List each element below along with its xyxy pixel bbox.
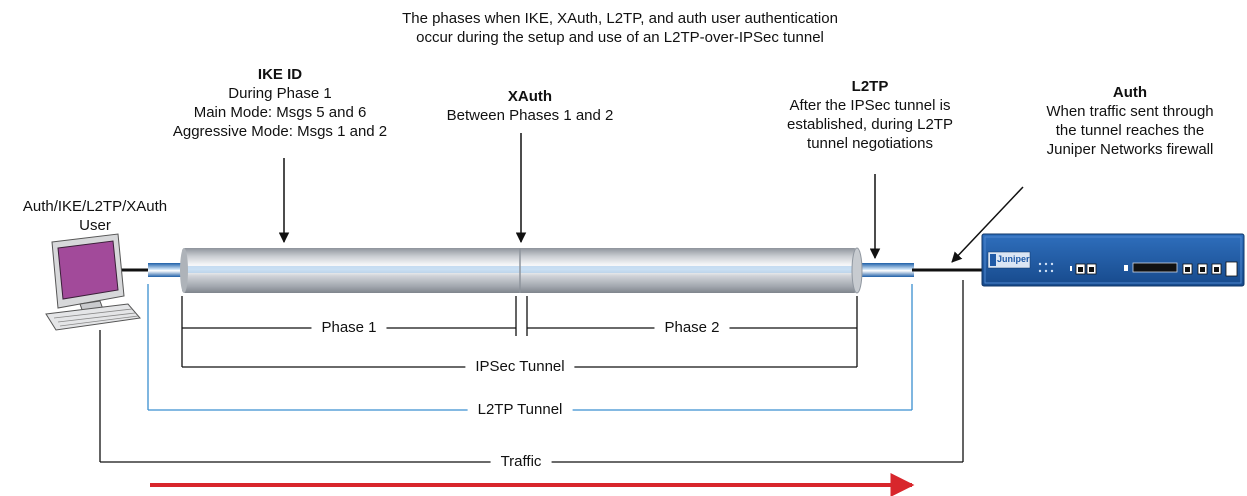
l2tp-line-2: established, during L2TP: [787, 116, 953, 133]
l2tp-line-1: After the IPSec tunnel is: [789, 97, 951, 114]
l2tp-tunnel-label: L2TP Tunnel: [467, 401, 573, 419]
l2tp-heading: L2TP: [851, 78, 889, 95]
ike-id-line-1: During Phase 1: [228, 85, 332, 102]
l2tp-inner-tube-left: [148, 263, 188, 277]
auth-line-3: Juniper Networks firewall: [1046, 141, 1214, 158]
computer-icon: [45, 233, 141, 331]
juniper-logo: Juniper: [997, 254, 1030, 264]
xauth-heading: XAuth: [507, 88, 553, 105]
xauth-annotation: XAuth Between Phases 1 and 2: [400, 87, 660, 125]
ipsec-tunnel-label: IPSec Tunnel: [465, 358, 575, 376]
ike-id-line-2: Main Mode: Msgs 5 and 6: [193, 104, 367, 121]
auth-arrow: [951, 186, 1024, 263]
phase1-label: Phase 1: [311, 319, 387, 337]
title-line-1: The phases when IKE, XAuth, L2TP, and au…: [402, 10, 838, 27]
l2tp-tunnel-bracket: [147, 284, 913, 411]
auth-line-2: the tunnel reaches the: [1055, 122, 1205, 139]
user-label: Auth/IKE/L2TP/XAuth User: [0, 197, 190, 235]
auth-heading: Auth: [1112, 84, 1148, 101]
l2tp-line-3: tunnel negotiations: [807, 135, 933, 152]
auth-annotation: Auth When traffic sent through the tunne…: [1015, 83, 1245, 159]
juniper-firewall-icon: [981, 233, 1245, 287]
auth-line-1: When traffic sent through: [1046, 103, 1214, 120]
ike-id-heading: IKE ID: [257, 66, 303, 83]
user-label-line-1: Auth/IKE/L2TP/XAuth: [22, 198, 168, 215]
user-label-line-2: User: [79, 217, 111, 234]
xauth-line-1: Between Phases 1 and 2: [446, 107, 614, 124]
l2tp-inner-tube-right: [852, 263, 914, 277]
title-line-2: occur during the setup and use of an L2T…: [416, 29, 824, 46]
ike-id-annotation: IKE ID During Phase 1 Main Mode: Msgs 5 …: [130, 65, 430, 141]
phase2-label: Phase 2: [654, 319, 730, 337]
ike-id-line-3: Aggressive Mode: Msgs 1 and 2: [172, 123, 388, 140]
diagram-title: The phases when IKE, XAuth, L2TP, and au…: [300, 9, 940, 47]
l2tp-annotation: L2TP After the IPSec tunnel is establish…: [750, 77, 990, 153]
traffic-label: Traffic: [490, 453, 552, 471]
ipsec-tube: [180, 247, 863, 294]
